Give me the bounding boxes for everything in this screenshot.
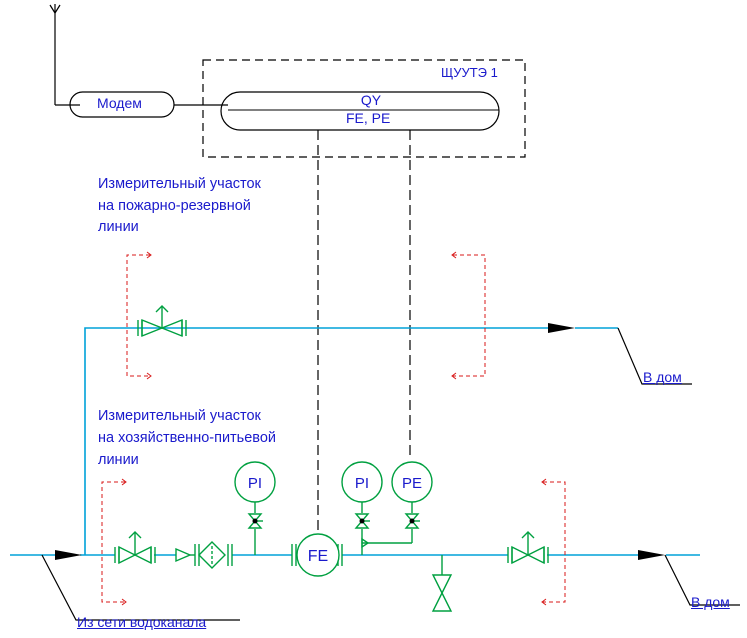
fire-note-line3: линии <box>98 219 139 235</box>
outlet-gate-valve-icon <box>507 531 549 565</box>
cabinet-title: ЩУУТЭ 1 <box>441 65 498 80</box>
antenna-icon <box>49 4 80 106</box>
inlet-gate-valve-icon <box>114 531 156 565</box>
lower-boundary-right <box>543 481 566 603</box>
fe-meter <box>296 533 340 577</box>
cabinet-frame <box>202 59 526 158</box>
check-valve-icon <box>175 547 192 563</box>
upper-gate-valve-icon <box>137 305 187 338</box>
pi-left-valve-dot <box>252 518 258 524</box>
pi-right-gauge <box>341 461 383 503</box>
fire-note-line1: Измерительный участок <box>98 176 261 192</box>
inlet-flow-arrow-icon <box>55 550 82 560</box>
boundary-arrowheads <box>121 251 547 606</box>
upper-flow-arrow-icon <box>548 323 575 333</box>
cabinet-device-box <box>220 91 500 131</box>
pi-left-label: PI <box>248 475 262 492</box>
fire-pipeline <box>84 327 618 555</box>
upper-outlet-leader <box>617 327 692 385</box>
pi-right-label: PI <box>355 475 369 492</box>
inlet-leader <box>41 554 240 621</box>
pi-right-valve-dot <box>359 518 365 524</box>
lower-boundary-left <box>101 481 125 603</box>
cabinet-device-line2: FE, PE <box>346 110 391 126</box>
strainer-icon <box>194 541 233 569</box>
pe-sensor <box>391 461 433 503</box>
domestic-note-line1: Измерительный участок <box>98 408 261 424</box>
pe-valve-dot <box>409 518 415 524</box>
fe-label: FE <box>308 548 328 565</box>
modem-label: Модем <box>97 95 142 111</box>
pi-pe-branch <box>354 502 420 555</box>
pi-left-branch <box>247 502 263 555</box>
pe-label: PE <box>402 475 422 492</box>
fire-note-line2: на пожарно-резервной <box>98 198 251 214</box>
upper-outlet-label: В дом <box>643 369 682 385</box>
inlet-label: Из сети водоканала <box>77 614 207 630</box>
lower-outlet-label: В дом <box>691 594 730 610</box>
domestic-note-line2: на хозяйственно-питьевой <box>98 430 277 446</box>
lower-flow-arrow-icon <box>638 550 665 560</box>
pi-left-gauge <box>234 461 276 503</box>
drain-valve-icon <box>431 555 453 612</box>
upper-boundary-right <box>453 254 486 377</box>
cabinet-device-line1: QY <box>360 92 382 108</box>
upper-boundary-left <box>126 254 150 377</box>
lower-outlet-leader <box>664 554 740 606</box>
domestic-note-line3: линии <box>98 452 139 468</box>
